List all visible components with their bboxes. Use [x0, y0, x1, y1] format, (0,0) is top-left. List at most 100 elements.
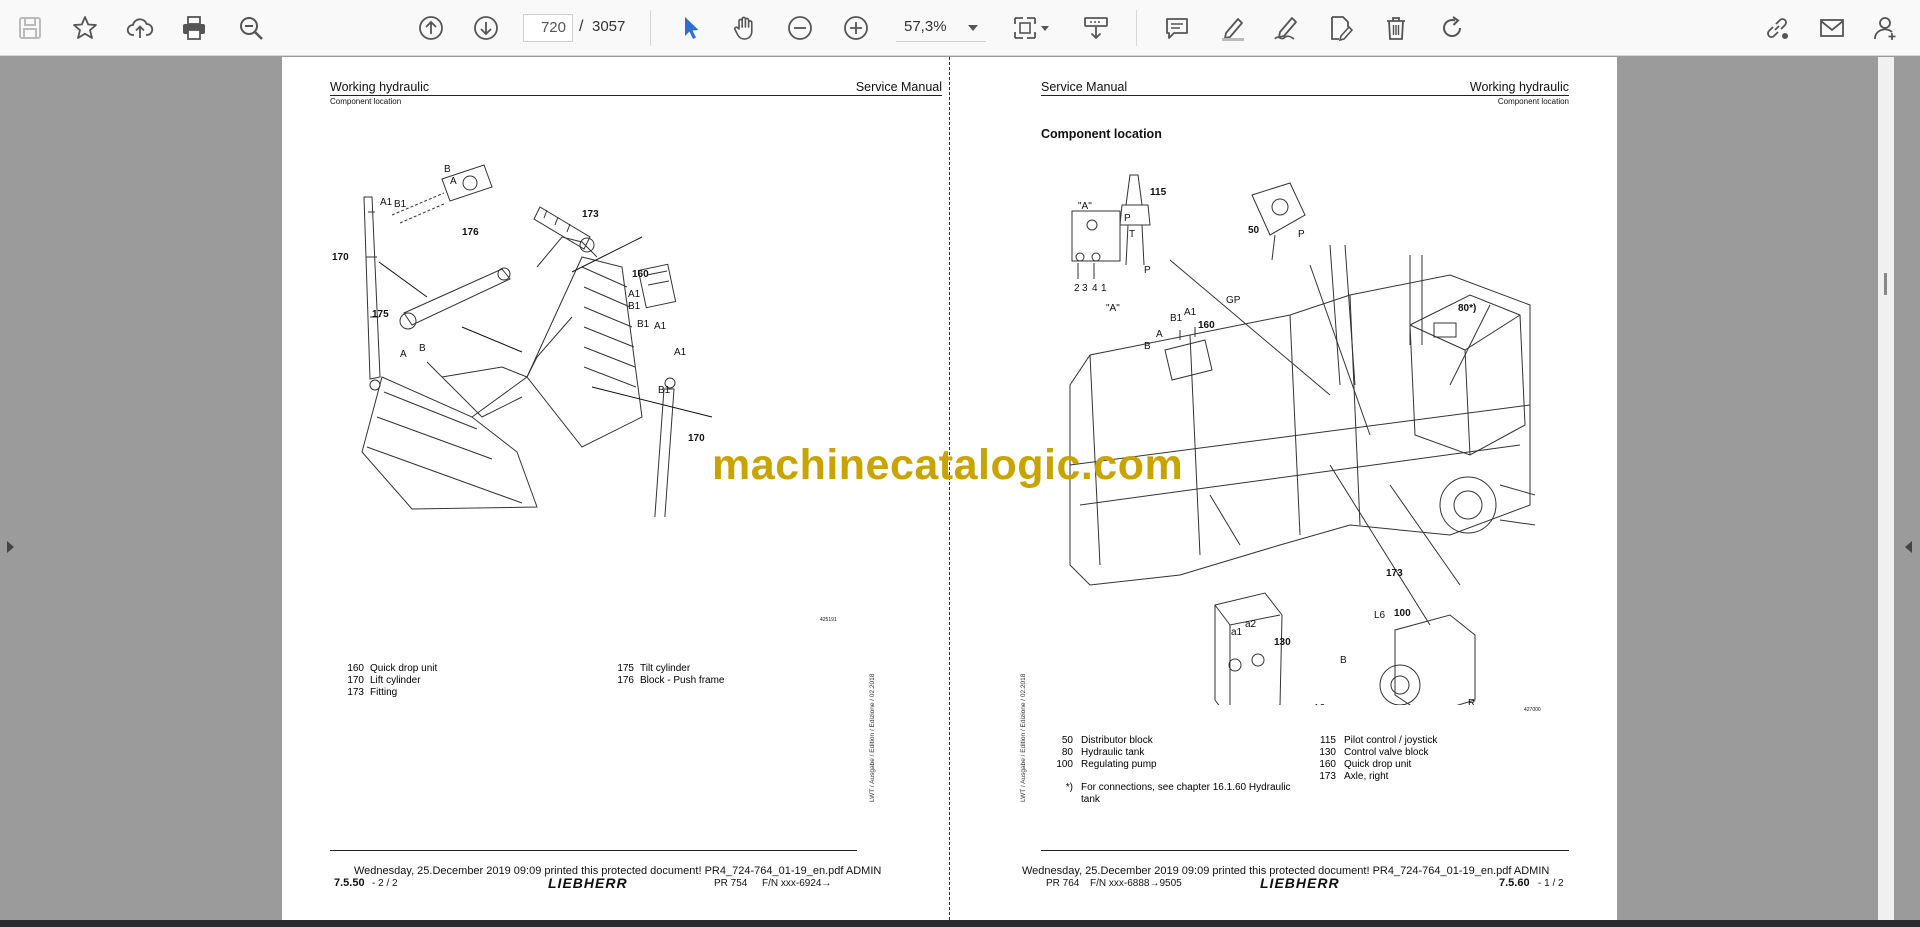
callout-a1-cv: a1 — [1231, 627, 1243, 638]
zoom-select[interactable]: 57,3% — [896, 14, 986, 42]
footer-pages: - 1 / 2 — [1538, 878, 1564, 889]
callout-115: 115 — [1150, 187, 1167, 198]
select-cursor-icon[interactable] — [671, 8, 711, 48]
save-icon[interactable] — [10, 8, 50, 48]
callout-130: 130 — [1274, 637, 1291, 648]
bottom-strip — [0, 920, 1920, 927]
legend-text: Pilot control / joystick — [1344, 735, 1438, 746]
callout-80: 80*) — [1458, 303, 1476, 314]
print-notice: Wednesday, 25.December 2019 09:09 printe… — [354, 865, 882, 877]
legend-number: 175 — [617, 663, 634, 674]
legend-text: Regulating pump — [1081, 759, 1157, 770]
callout-b1: B1 — [394, 199, 407, 210]
callout-b1-qdu: B1 — [628, 301, 641, 312]
page-fit-icon[interactable] — [1005, 8, 1049, 48]
legend-text: Axle, right — [1344, 771, 1389, 782]
highlight-pen-icon[interactable] — [1213, 8, 1253, 48]
left-panel-toggle[interactable] — [0, 487, 20, 607]
zoom-out-icon[interactable] — [780, 8, 820, 48]
account-user-icon[interactable] — [1866, 8, 1906, 48]
legend-number: 160 — [347, 663, 364, 674]
page-number-input[interactable]: 720 — [523, 14, 573, 42]
footer-section: 7.5.50 — [334, 877, 365, 889]
email-icon[interactable] — [1812, 8, 1852, 48]
callout-4: 4 — [1092, 283, 1098, 294]
document-viewer[interactable]: Working hydraulic Service Manual Compone… — [0, 57, 1920, 920]
callout-b1-qdu: B1 — [1170, 313, 1183, 324]
callout-t-detail: T — [1129, 229, 1135, 240]
legend-text: Block - Push frame — [640, 675, 725, 686]
callout-160: 160 — [1198, 320, 1215, 331]
scroll-mode-icon[interactable] — [1076, 8, 1116, 48]
pdf-toolbar: 720 / 3057 57,3% — [0, 0, 1920, 56]
rotate-redo-icon[interactable] — [1432, 8, 1472, 48]
upload-cloud-icon[interactable] — [120, 8, 160, 48]
note-mark: *) — [1065, 782, 1073, 793]
callout-a1-qdu-2: A1 — [654, 321, 667, 332]
callout-r-pump: R — [1468, 698, 1475, 705]
legend-number: 173 — [1319, 771, 1336, 782]
footer-rule — [330, 850, 857, 851]
callout-b: B — [444, 164, 451, 175]
page-separator: / — [579, 18, 584, 35]
callout-a-qdu: A — [1156, 329, 1163, 340]
legend-text: Hydraulic tank — [1081, 747, 1145, 758]
page-total: 3057 — [592, 18, 626, 35]
bookmark-star-icon[interactable] — [65, 8, 105, 48]
note-text-continued: tank — [1081, 794, 1100, 805]
liebherr-logo: LIEBHERR — [1260, 875, 1340, 891]
toolbar-separator — [1136, 10, 1137, 46]
callout-173: 173 — [582, 209, 599, 220]
header-rule — [330, 95, 942, 96]
zoom-value: 57,3% — [904, 18, 947, 35]
watermark-text: machinecatalogic.com — [712, 441, 1184, 489]
delete-trash-icon[interactable] — [1376, 8, 1416, 48]
footer-rule — [1041, 850, 1569, 851]
callout-b-tilt: B — [419, 343, 426, 354]
footer-section: 7.5.60 — [1499, 877, 1530, 889]
callout-a1: A1 — [380, 197, 393, 208]
callout-170-right: 170 — [688, 433, 705, 444]
comment-icon[interactable] — [1157, 8, 1197, 48]
callout-a: A — [450, 176, 457, 187]
pdf-page-right: Service Manual Working hydraulic Compone… — [950, 57, 1617, 920]
legend-number: 100 — [1056, 759, 1073, 770]
callout-a-label: "A" — [1106, 303, 1120, 314]
page-header-left: Service Manual — [1041, 80, 1128, 94]
callout-l6: L6 — [1374, 610, 1386, 621]
legend-number: 115 — [1320, 735, 1336, 746]
page-header-left: Working hydraulic — [330, 80, 430, 94]
find-zoom-icon[interactable] — [231, 8, 271, 48]
share-link-icon[interactable] — [1757, 8, 1797, 48]
page-divider — [949, 57, 950, 920]
print-icon[interactable] — [174, 8, 214, 48]
legend-text: Quick drop unit — [370, 663, 438, 674]
hand-tool-icon[interactable] — [725, 8, 765, 48]
callout-b1-qdu-2: B1 — [637, 319, 650, 330]
legend-text: Control valve block — [1344, 747, 1429, 758]
right-panel-toggle[interactable] — [1898, 487, 1918, 607]
legend-text: Quick drop unit — [1344, 759, 1412, 770]
next-page-icon[interactable] — [466, 8, 506, 48]
callout-3: 3 — [1082, 283, 1088, 294]
edition-vertical-note: LWT / Ausgabe / Edition / Edizione / 02.… — [1020, 673, 1027, 802]
section-title: Component location — [1041, 127, 1162, 141]
legend-number: 80 — [1061, 747, 1073, 758]
zoom-in-icon[interactable] — [836, 8, 876, 48]
page-subheader: Component location — [330, 97, 402, 106]
footer-model: PR 754 — [714, 878, 748, 889]
vertical-scrollbar[interactable] — [1878, 57, 1894, 920]
page-header-right: Working hydraulic — [1469, 80, 1569, 94]
legend-number: 170 — [347, 675, 364, 686]
previous-page-icon[interactable] — [411, 8, 451, 48]
note-text: For connections, see chapter 16.1.60 Hyd… — [1081, 782, 1291, 793]
page-subheader: Component location — [1497, 97, 1569, 106]
footer-serial: F/N xxx-6888→9505 — [1090, 878, 1182, 889]
scrollbar-thumb[interactable] — [1884, 273, 1887, 295]
legend-text: Distributor block — [1081, 735, 1153, 746]
callout-160: 160 — [632, 269, 649, 280]
page-header-right: Service Manual — [855, 80, 942, 94]
edition-vertical-note: LWT / Ausgabe / Edition / Edizione / 02.… — [869, 673, 876, 802]
edit-document-icon[interactable] — [1320, 8, 1360, 48]
draw-sign-icon[interactable] — [1266, 8, 1306, 48]
